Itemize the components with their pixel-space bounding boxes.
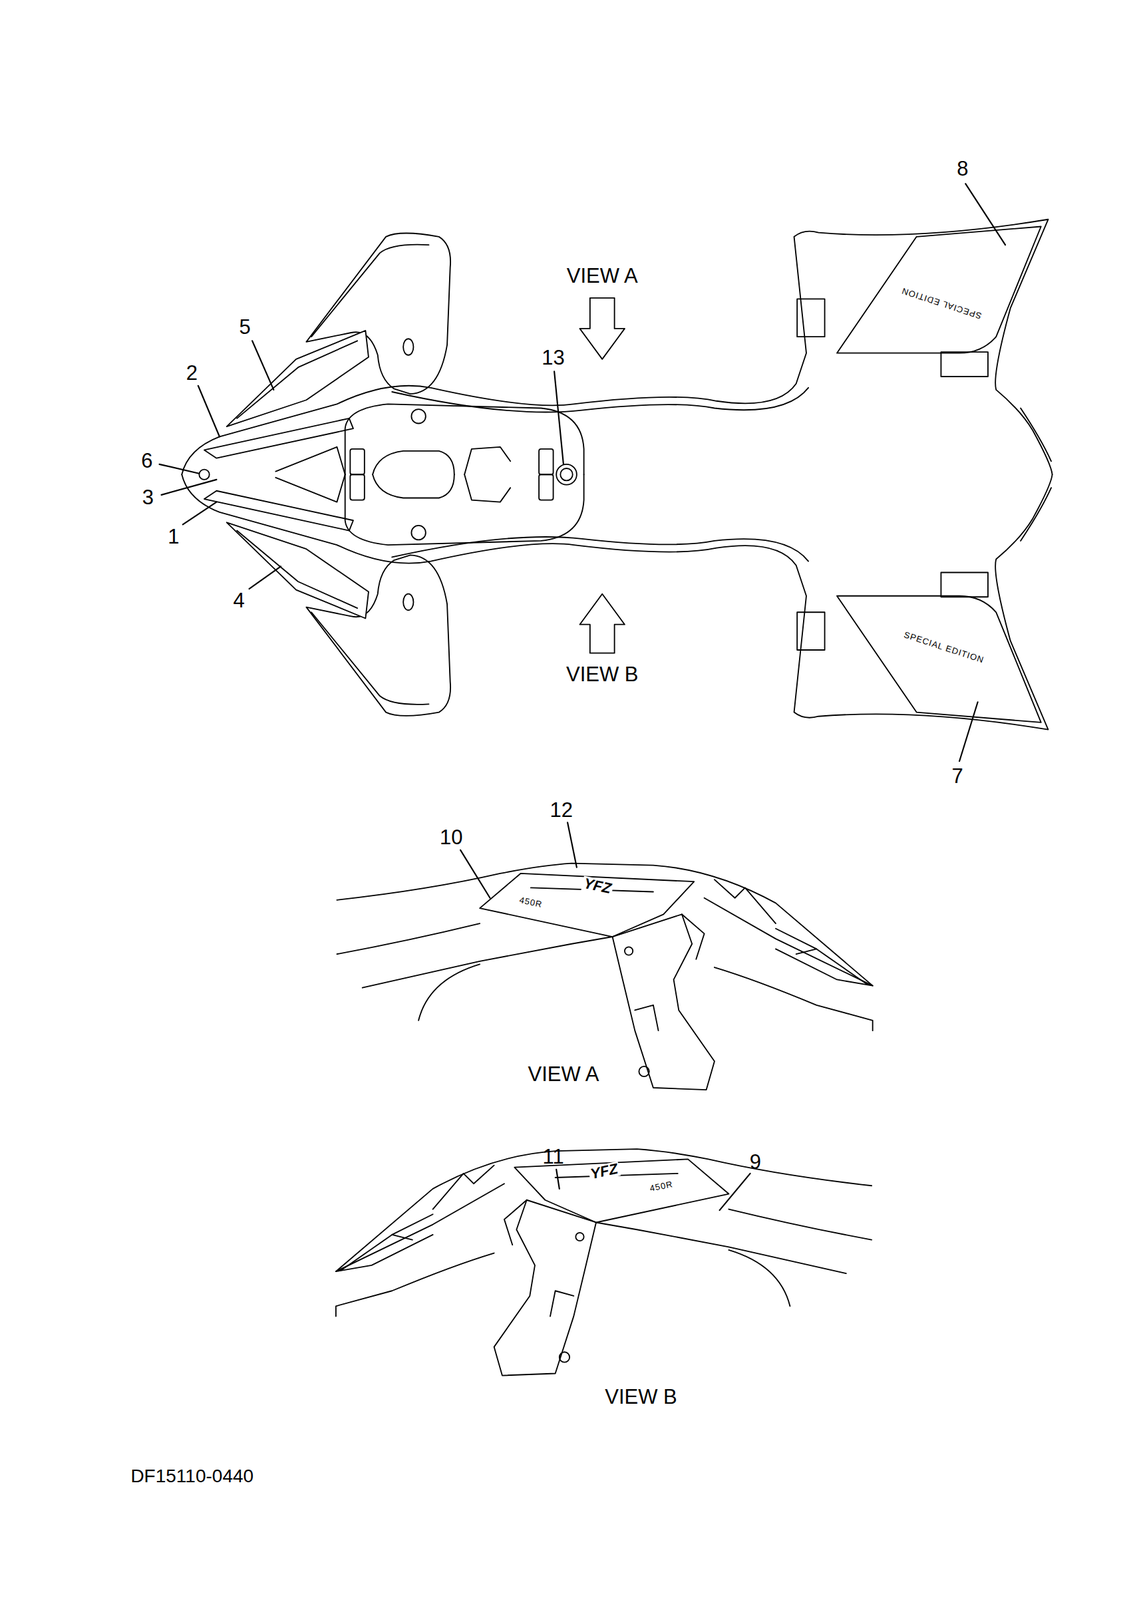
view-label: VIEW B [604,1385,678,1407]
callout-number: 12 [550,799,573,820]
view-label: VIEW A [566,265,639,287]
callout-number: 5 [239,316,251,337]
callout-number: 7 [952,765,964,787]
callout-number: 9 [749,1151,762,1173]
callout-number: 10 [439,826,463,848]
callout-number: 11 [542,1146,564,1167]
view-label: VIEW B [566,663,639,684]
callout-number: 8 [956,158,969,179]
callout-number: 13 [541,347,565,368]
callout-number: 3 [142,486,154,508]
callout-number: 4 [232,590,245,611]
callout-number: 2 [186,362,198,384]
callout-number: 6 [141,449,153,471]
view-label: VIEW A [528,1063,600,1085]
callout-number: 1 [167,525,179,547]
drawing-code: DF15110-0440 [130,1466,254,1486]
